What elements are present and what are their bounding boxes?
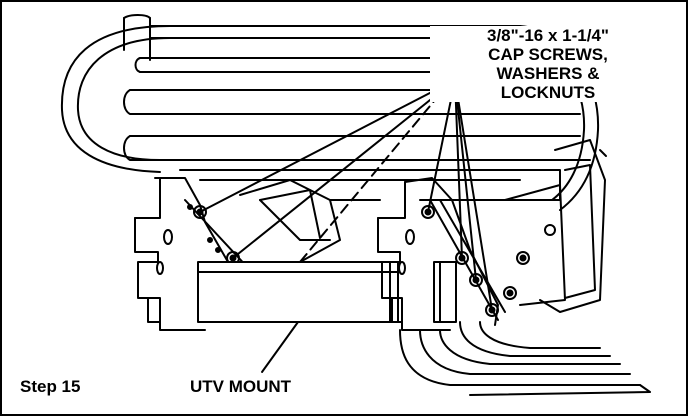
fastener-callout: 3/8"-16 x 1-1/4" CAP SCREWS, WASHERS & L… xyxy=(430,26,666,102)
utv-mount-tube xyxy=(197,261,399,323)
mount-leader-line xyxy=(261,321,299,373)
step-label: Step 15 xyxy=(20,377,81,396)
skid-plates xyxy=(399,321,651,396)
right-mount-plate xyxy=(377,177,506,331)
fastener-callout-line: 3/8"-16 x 1-1/4" xyxy=(487,26,609,45)
fastener-leader-lines xyxy=(199,79,493,311)
right-support-bracket xyxy=(503,139,607,313)
bumper-beam xyxy=(179,169,561,241)
left-mount-plate xyxy=(134,177,251,331)
fastener-callout-line: LOCKNUTS xyxy=(500,83,596,102)
center-bracket xyxy=(229,179,341,266)
fastener-callout-line: WASHERS & xyxy=(496,64,600,83)
fastener-callout-line: CAP SCREWS, xyxy=(488,45,608,64)
utv-mount-label: UTV MOUNT xyxy=(190,377,292,396)
